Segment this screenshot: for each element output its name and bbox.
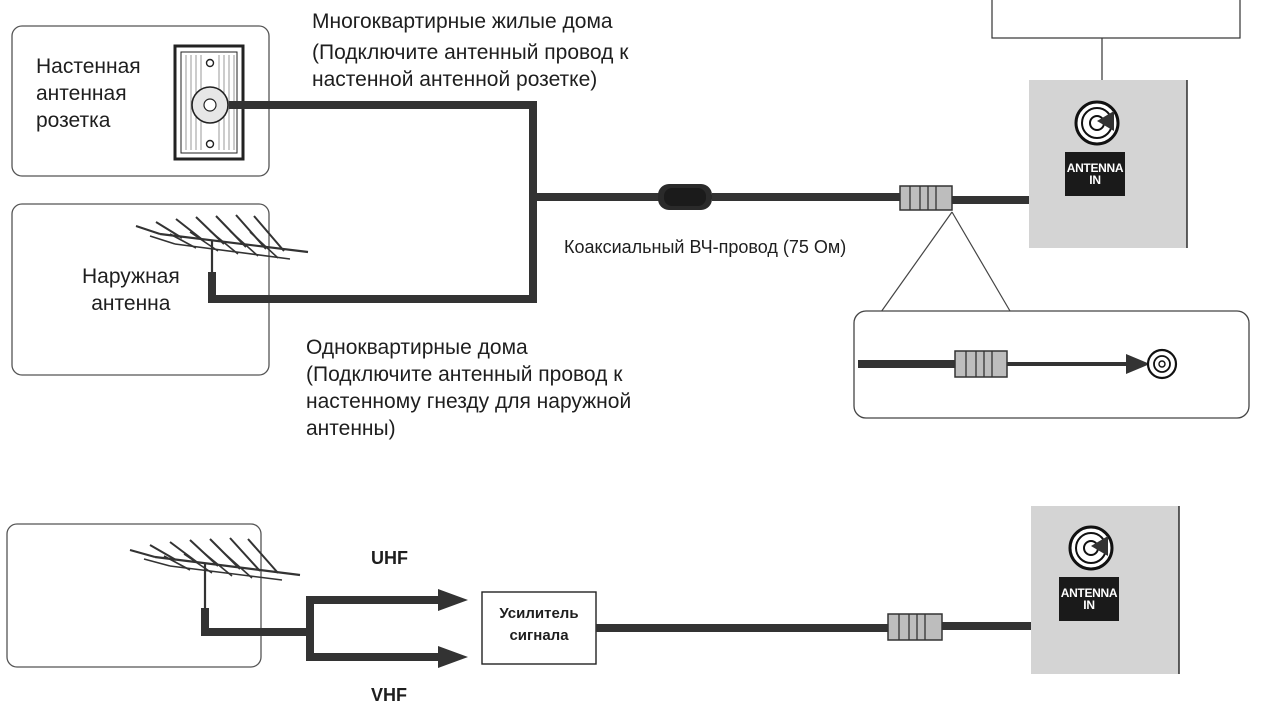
- wall-socket-label: Настенная антенная розетка: [36, 53, 141, 134]
- antenna-in-label-bottom-line-2: IN: [1083, 598, 1095, 612]
- coax-cable-label: Коаксиальный ВЧ-провод (75 Ом): [564, 237, 847, 257]
- house-note-line-2: (Подключите антенный провод к: [306, 363, 623, 386]
- apartment-note-line-2: (Подключите антенный провод к: [312, 41, 629, 64]
- house-note: Одноквартирные дома (Подключите антенный…: [306, 334, 631, 442]
- amplifier-label-line-2: сигнала: [509, 627, 569, 644]
- antenna-in-jack-top: [1074, 100, 1120, 146]
- antenna-in-label-top-line-1: ANTENNA: [1066, 161, 1124, 175]
- outdoor-antenna-label-line-2: антенна: [91, 292, 171, 315]
- antenna-in-label-top-line-2: IN: [1089, 173, 1101, 187]
- coax-connector-detail: [954, 350, 1008, 378]
- arrow-vhf: [438, 646, 468, 668]
- apartment-note-title: Многоквартирные жилые дома: [312, 10, 613, 33]
- jack-detail-icon: [1146, 348, 1178, 380]
- antenna-in-label-bottom-line-1: ANTENNA: [1060, 586, 1118, 600]
- arrow-into-jack-top: [1097, 111, 1114, 131]
- outdoor-antenna-box-bottom: [6, 523, 262, 668]
- house-note-title: Одноквартирные дома: [306, 336, 528, 359]
- coax-connector-bottom: [887, 613, 943, 641]
- wall-socket-label-line-2: антенная: [36, 82, 127, 105]
- coax-connector-top: [899, 185, 953, 211]
- house-note-line-3: настенному гнезду для наружной: [306, 390, 632, 413]
- outdoor-antenna-icon: [135, 214, 309, 276]
- antenna-in-jack-bottom: [1068, 525, 1114, 571]
- uhf-label: UHF: [371, 548, 408, 568]
- antenna-in-label-top: ANTENNA IN: [1065, 152, 1125, 196]
- amplifier-box: [481, 591, 597, 665]
- outdoor-antenna-label-line-1: Наружная: [82, 265, 180, 288]
- amplifier-label: Усилитель сигнала: [482, 603, 596, 647]
- coax-cable-bottom-split: [201, 596, 440, 661]
- arrow-into-jack-bottom: [1091, 536, 1108, 556]
- apartment-note-line-3: настенной антенной розетке): [312, 68, 598, 91]
- wall-socket-label-line-3: розетка: [36, 109, 111, 132]
- outdoor-antenna-box: [11, 203, 270, 376]
- outdoor-antenna-icon-bottom: [129, 537, 301, 612]
- apartment-note: Многоквартирные жилые дома (Подключите а…: [312, 8, 628, 93]
- outdoor-antenna-label: Наружная антенна: [82, 263, 180, 317]
- arrow-uhf: [438, 589, 468, 611]
- antenna-in-label-bottom: ANTENNA IN: [1059, 577, 1119, 621]
- amplifier-label-line-1: Усилитель: [499, 605, 579, 622]
- tv-frame-top: [991, 0, 1241, 39]
- vhf-label: VHF: [371, 685, 407, 705]
- arrow-into-jack-detail: [1126, 354, 1150, 374]
- house-note-line-4: антенны): [306, 417, 396, 440]
- wall-socket-label-line-1: Настенная: [36, 55, 141, 78]
- callout-line-right: [951, 211, 1011, 312]
